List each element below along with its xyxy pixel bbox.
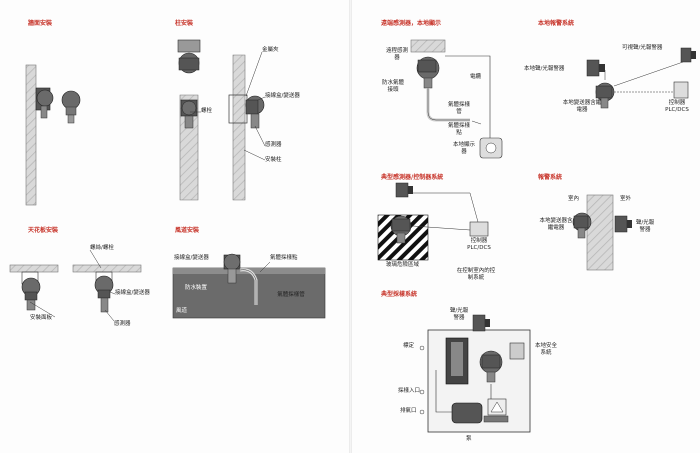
label-junction-box-transmitter: 接線盒/變送器	[265, 93, 300, 99]
label-gas-sampling-tube-remote: 氣體採樣管	[448, 102, 471, 115]
section-title-pole-mount: 柱安裝	[175, 20, 194, 27]
alarm-system-diagram	[572, 194, 632, 271]
label-calibration: 標定	[403, 343, 415, 349]
label-mounting-pole: 安裝柱	[265, 157, 282, 163]
page-fold	[349, 0, 352, 453]
label-bolt: 螺栓	[201, 108, 213, 114]
section-title-alarm-system: 報警系統	[538, 174, 563, 181]
label-waterproof-gas-connector: 防水氣體接頭	[381, 80, 404, 93]
typical-sensor-controller-diagram	[377, 182, 489, 261]
label-gas-sampling-point-remote: 氣體採樣點	[448, 123, 471, 136]
section-title-ceiling-mount: 天花板安裝	[28, 227, 59, 234]
label-gas-sampling-tube: 氣體採樣管	[277, 292, 305, 298]
section-title-sensor-controller: 典型感測器/控制器系統	[381, 174, 444, 181]
typical-sampling-system-diagram	[419, 314, 531, 433]
wall-mount-diagram	[25, 64, 81, 206]
label-gas-sampling-point: 氣體採樣點	[270, 255, 298, 261]
label-local-transmitter-relay: 本地變送器含繼電器	[562, 100, 602, 113]
label-duct: 風道	[176, 308, 188, 314]
label-remote-sensor: 遠程感測器	[386, 48, 409, 61]
label-sampling-inlet: 採樣入口	[398, 388, 421, 394]
label-audio-visual-alarm: 聲/光報警器	[635, 220, 655, 233]
label-local-safety-system: 本地安全系統	[534, 343, 557, 356]
label-waterproof-device: 防水裝置	[185, 285, 208, 291]
label-controller-plc-dcs-typical: 控制器PLC/DCS	[467, 238, 491, 251]
label-cable: 電纜	[470, 74, 482, 80]
label-mounting-panel: 安裝面板	[30, 315, 53, 321]
label-exhaust-port: 排氣口	[400, 408, 417, 414]
label-local-transmitter-relay-alarm: 本地變送器含繼電器	[539, 218, 573, 231]
section-title-duct-mount: 風道安裝	[175, 227, 200, 234]
label-local-display: 本地顯示器	[453, 142, 476, 155]
label-audio-visual-alarm-sampling: 聲/光報警器	[449, 308, 469, 321]
label-visual-audio-alarm: 可視聲/光報警器	[622, 45, 663, 51]
section-title-local-alarm: 本地報警系統	[538, 20, 575, 27]
local-alarm-system-diagram	[586, 47, 696, 109]
label-sensor: 感測器	[265, 142, 282, 148]
label-screw-bolt: 螺絲/螺栓	[90, 245, 114, 251]
section-title-remote-sensor: 遠端感測器，本地顯示	[381, 20, 442, 27]
label-metal-clamp: 金屬夾	[262, 47, 279, 53]
label-control-room-system: 在控制室內的控制系統	[456, 268, 496, 281]
left-page	[0, 0, 349, 453]
ceiling-mount-diagram	[9, 249, 142, 322]
label-junction-box-transmitter-duct: 接線盒/變送器	[174, 255, 209, 261]
label-local-audio-alarm: 本地聲/光報警器	[524, 66, 565, 72]
section-title-wall-mount: 牆面安裝	[28, 20, 53, 27]
label-controller-plc-dcs: 控制器PLC/DCS	[665, 100, 689, 113]
label-indoor: 室內	[568, 196, 580, 202]
label-hazardous-area: 玻璃危險區域	[386, 262, 420, 268]
label-pump: 泵	[466, 436, 472, 442]
pole-mount-diagram	[177, 39, 266, 201]
label-junction-box-transmitter-ceiling: 接線盒/變送器	[115, 290, 150, 296]
duct-mount-diagram	[172, 253, 326, 319]
label-outdoor: 室外	[620, 196, 632, 202]
section-title-sampling-system: 典型採樣系統	[381, 291, 418, 298]
label-sensor-ceiling: 感測器	[114, 321, 131, 327]
remote-sensor-local-display-diagram	[410, 39, 503, 159]
